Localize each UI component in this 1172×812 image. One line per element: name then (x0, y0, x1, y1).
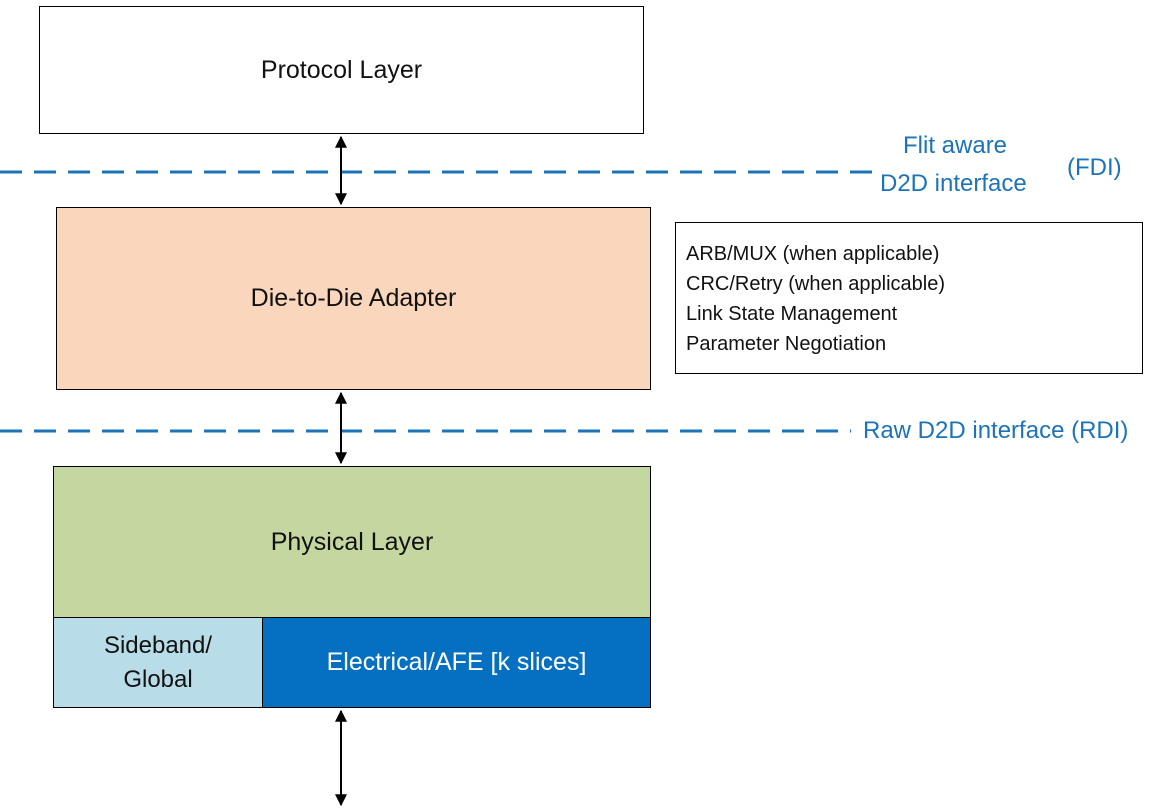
function-crc-retry: CRC/Retry (when applicable) (686, 273, 945, 295)
adapter-functions-box: ARB/MUX (when applicable) CRC/Retry (whe… (675, 222, 1143, 374)
electrical-afe-label: Electrical/AFE [k slices] (326, 648, 587, 676)
sideband-label: Sideband/ Global (103, 631, 213, 693)
d2d-adapter-block: Die-to-Die Adapter (56, 207, 651, 390)
function-link-state: Link State Management (686, 303, 898, 325)
rdi-label: Raw D2D interface (RDI) (863, 417, 1129, 444)
function-param-negotiation: Parameter Negotiation (686, 333, 887, 355)
d2d-adapter-label: Die-to-Die Adapter (250, 284, 457, 312)
physical-layer-label: Physical Layer (270, 527, 434, 556)
fdi-label-line1: Flit aware (903, 132, 1008, 159)
electrical-afe-block: Electrical/AFE [k slices] (262, 617, 651, 708)
function-arb-mux: ARB/MUX (when applicable) (686, 243, 940, 265)
protocol-layer-label: Protocol Layer (260, 55, 423, 84)
physical-layer-block: Physical Layer (53, 466, 651, 618)
fdi-label-line2: D2D interface (880, 170, 1027, 197)
sideband-block: Sideband/ Global (53, 617, 263, 708)
fdi-abbreviation: (FDI) (1067, 154, 1122, 181)
protocol-layer-block: Protocol Layer (39, 6, 644, 134)
